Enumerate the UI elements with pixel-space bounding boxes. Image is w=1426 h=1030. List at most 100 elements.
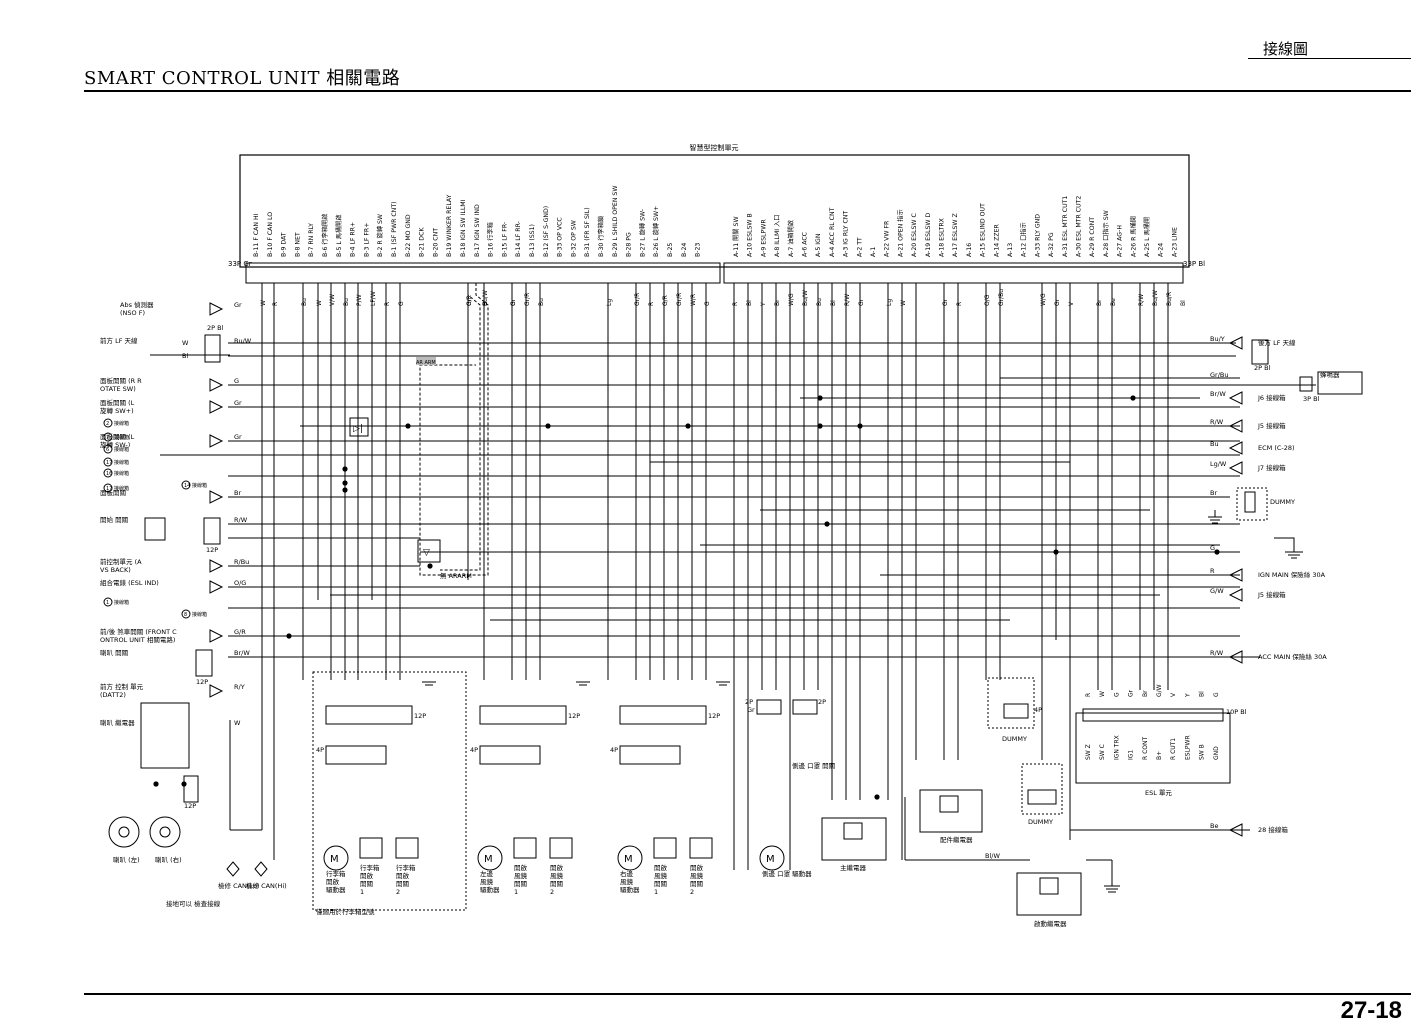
b-pin-label: B-6 行李箱開啟 <box>321 214 329 257</box>
a-wire-code: Be <box>1110 298 1117 306</box>
right-device-label: 後方 LF 天線 <box>1258 338 1296 347</box>
right-device-label: ECM (C-28) <box>1258 444 1295 452</box>
b-wire-code: G/R <box>466 295 473 306</box>
b-wire-code: W <box>260 300 267 306</box>
left-device-label-2: OTATE SW) <box>100 385 136 393</box>
no-arm-label: 無 ARARM <box>440 571 472 580</box>
module-switch-label: 開關 <box>514 880 527 888</box>
a-pin-label: A-25 L 馬桶開 <box>1143 217 1151 257</box>
a-pin-label: A-33 RLY GND <box>1034 214 1041 257</box>
b-wire-code: W/R <box>690 294 697 306</box>
b-pin-label: B-26 L 旋轉 SW+ <box>652 206 660 257</box>
ref-circle <box>103 432 113 442</box>
a-pin-label: A-20 ESLSW C <box>911 213 918 257</box>
module-switch-icon <box>653 837 677 859</box>
left-device-label: 組合電錶 (ESL IND) <box>100 578 159 587</box>
left-device: 前控制單元 (AVS BACK)R/Bu <box>100 557 249 574</box>
right-wire-code: G <box>1210 544 1215 552</box>
a-pin-label: A-29 R CONT <box>1089 217 1096 257</box>
right-device: Br <box>1210 489 1217 497</box>
a-pin-label: A-31 ESL MTR CUT1 <box>1062 196 1069 257</box>
right-device-label: J7 接線箱 <box>1257 463 1286 472</box>
module-switch-label: 風鏡 <box>550 871 564 880</box>
svg-text:▷|: ▷| <box>353 424 363 434</box>
b-wire-code: V/W <box>329 294 336 306</box>
esl-wire: V <box>1170 692 1177 697</box>
esl-wire: W <box>1099 691 1106 697</box>
left-device: Abs 偵測器 (NSO F)Gr <box>120 300 242 317</box>
module-switch-label: 2 <box>550 888 554 896</box>
b-pin-label: B-33 OP VCC <box>557 217 564 257</box>
a-wire-code: Gr <box>858 298 865 306</box>
ref-number: 1 <box>106 600 109 606</box>
a-pin-label: A-22 VW FR <box>884 220 891 257</box>
left-connector-triangle <box>209 302 224 316</box>
module-switch-label: 開關 <box>396 880 409 888</box>
b-pin-label: B-20 CNT <box>432 228 439 257</box>
a-pin-label: A-2 TT <box>856 237 863 257</box>
a-wire-code: Br <box>1096 299 1103 306</box>
module-switch-label: 2 <box>690 888 694 896</box>
ref-number: 8 <box>184 612 187 618</box>
module-motor-label: 驅動器 <box>480 885 500 894</box>
dummy-4p-label: DUMMY <box>1002 735 1027 743</box>
b-pin-label: B-18 IGN SW ILLMI <box>460 199 467 257</box>
esl-wire: G <box>1213 692 1220 697</box>
right-device-label: IGN MAIN 保險絲 30A <box>1258 570 1326 579</box>
a-pin-label: A-15 ESLIND OUT <box>980 203 987 257</box>
left-wire-code: O/G <box>234 579 246 587</box>
a-wire-code: Br <box>774 299 781 306</box>
module-switch-label: 風鏡 <box>514 871 528 880</box>
module-switch-label: 開啟 <box>360 871 374 880</box>
horn-right-label: 喇叭 (右) <box>155 855 182 864</box>
left-wire-code: G <box>234 377 239 385</box>
a-pin-label: A-14 ZZER <box>993 223 1000 257</box>
esl-wire: G <box>1113 692 1120 697</box>
a-connector-label: 33P Bl <box>1183 260 1205 268</box>
svg-text:▽: ▽ <box>423 548 430 558</box>
ref-circle <box>103 457 113 467</box>
ref-label: 接線箱 <box>114 420 129 427</box>
b-pin-label: B-15 LF FR- <box>501 222 508 257</box>
a-wire-code: Bl <box>746 300 753 306</box>
esl-wire: Br <box>1142 690 1149 697</box>
a-wire-code: Bl <box>1180 300 1187 306</box>
bl-w-wire: Bl/W <box>985 852 1000 860</box>
section-title: 接線圖 <box>1262 40 1308 58</box>
module-connector <box>479 705 567 725</box>
dlc-can-lo: 檢修 CAN(Lo) <box>218 881 259 890</box>
module-sub-label: 4P <box>470 746 478 754</box>
a-wire-code: Bu/W <box>1152 290 1159 306</box>
esl-pin: B+ <box>1156 751 1163 760</box>
ref-label: 接線箱 <box>192 611 207 618</box>
left-wire-code: R/Bu <box>234 558 249 566</box>
left-device-label: 面板開關 (R R <box>100 376 142 385</box>
b-wire-code: R <box>648 302 655 306</box>
module-switch-icon <box>513 837 537 859</box>
b-connector-block <box>245 262 721 284</box>
b-pin-label: B-4 LF RR+ <box>350 222 357 257</box>
right-wire-code: Br/W <box>1210 390 1226 398</box>
horn-switch-connector: 12P <box>196 678 208 686</box>
b-pin-label: B-30 行李箱鎖 <box>597 216 605 257</box>
a-pin-label: A-26 R 馬桶開 <box>1129 216 1137 257</box>
right-connector-triangle <box>1228 461 1243 475</box>
right-wire-code: Gr/Bu <box>1210 371 1228 379</box>
a-pin-label: A-27 AG-H <box>1117 225 1124 257</box>
b-pin-label: B-3 LF FR+ <box>363 223 370 257</box>
b-wire-code: P/W <box>356 294 363 306</box>
ground-note: 接地可以 檢查接線 <box>166 899 221 908</box>
right-device-label: J5 接線箱 <box>1257 590 1286 599</box>
left-device-label: 面板開關 <box>100 488 126 497</box>
a-wire-code: W <box>900 300 907 306</box>
b-pin-label: B-5 L 馬桶開啟 <box>335 214 343 257</box>
left-device-label: 前方 LF 天線 <box>100 336 138 345</box>
module-sub-connector <box>619 745 681 765</box>
left-device: 組合電錶 (ESL IND) O/G <box>100 578 246 594</box>
a-wire-code: Gr <box>1054 298 1061 306</box>
left-connector-triangle <box>209 559 224 573</box>
esl-wire: R <box>1085 693 1092 697</box>
